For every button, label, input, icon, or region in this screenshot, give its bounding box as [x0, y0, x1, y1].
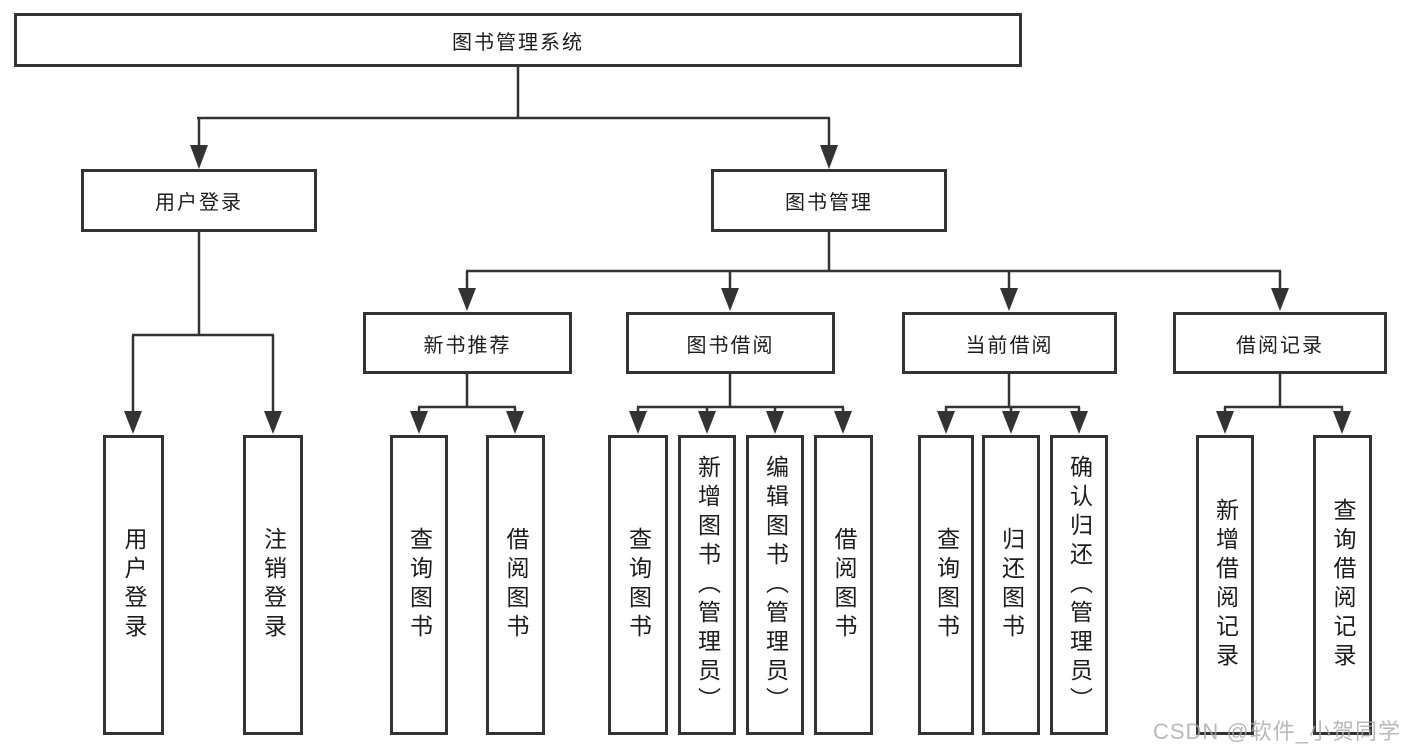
arrow-down-icon	[1271, 288, 1289, 311]
node-label: 注销登录	[260, 527, 287, 643]
arrow-down-icon	[721, 288, 739, 311]
node-edit-books-admin: 编辑图书（管理员）	[746, 435, 804, 735]
arrow-down-icon	[820, 145, 838, 169]
node-user-login-leaf: 用户登录	[103, 435, 164, 735]
node-borrowing-records: 借阅记录	[1173, 312, 1387, 374]
node-query-borrow-record: 查询借阅记录	[1313, 435, 1372, 735]
node-label: 查询图书	[933, 527, 960, 643]
node-library-management-system: 图书管理系统	[14, 13, 1022, 67]
node-label: 查询图书	[406, 527, 433, 643]
node-label: 查询借阅记录	[1330, 498, 1356, 672]
connector-book-borrow-branch	[629, 374, 852, 434]
node-label: 用户登录	[121, 527, 147, 643]
arrow-down-icon	[410, 411, 428, 434]
arrow-down-icon	[629, 411, 647, 434]
connector-borrow-record-branch	[1216, 374, 1351, 434]
node-add-books-admin: 新增图书（管理员）	[678, 435, 736, 735]
node-confirm-return-admin: 确认归还（管理员）	[1050, 435, 1108, 735]
arrow-down-icon	[1333, 411, 1351, 434]
node-label: 确认归还（管理员）	[1066, 454, 1093, 716]
arrow-down-icon	[1002, 411, 1020, 434]
node-user-login-group: 用户登录	[81, 169, 317, 232]
connector-book-management-branch	[458, 232, 1289, 311]
csdn-watermark: CSDN @软件_小贺同学	[1152, 719, 1401, 744]
node-current-borrowing: 当前借阅	[902, 312, 1117, 374]
node-label: 新增借阅记录	[1212, 498, 1239, 672]
arrow-down-icon	[190, 145, 208, 169]
connector-user-login-branch	[124, 232, 282, 434]
node-query-books-borrowing: 查询图书	[608, 435, 668, 735]
node-book-management-group: 图书管理	[711, 169, 947, 232]
node-borrow-books-recommend: 借阅图书	[486, 435, 545, 735]
arrow-down-icon	[264, 411, 282, 434]
arrow-down-icon	[698, 411, 716, 434]
arrow-down-icon	[834, 411, 852, 434]
arrow-down-icon	[1070, 411, 1088, 434]
node-label: 借阅图书	[503, 527, 529, 643]
arrow-down-icon	[506, 411, 524, 434]
arrow-down-icon	[1216, 411, 1234, 434]
connector-new-book-branch	[410, 374, 524, 434]
node-book-borrowing: 图书借阅	[626, 312, 835, 374]
node-borrow-books-borrowing: 借阅图书	[814, 435, 873, 735]
node-label: 借阅图书	[831, 527, 857, 643]
node-label: 归还图书	[998, 527, 1025, 643]
node-add-borrow-record: 新增借阅记录	[1196, 435, 1254, 735]
arrow-down-icon	[458, 288, 476, 311]
node-logout-leaf: 注销登录	[243, 435, 303, 735]
arrow-down-icon	[937, 411, 955, 434]
node-query-books-current: 查询图书	[918, 435, 974, 735]
arrow-down-icon	[1000, 288, 1018, 311]
connector-current-borrow-branch	[937, 374, 1088, 434]
node-label: 新增图书（管理员）	[694, 454, 721, 716]
node-return-books: 归还图书	[982, 435, 1040, 735]
node-label: 查询图书	[625, 527, 652, 643]
node-query-books-recommend: 查询图书	[390, 435, 448, 735]
node-new-book-recommend: 新书推荐	[363, 312, 572, 374]
arrow-down-icon	[766, 411, 784, 434]
node-label: 编辑图书（管理员）	[762, 454, 789, 716]
connector-root-to-level1	[190, 66, 838, 169]
arrow-down-icon	[124, 411, 142, 434]
